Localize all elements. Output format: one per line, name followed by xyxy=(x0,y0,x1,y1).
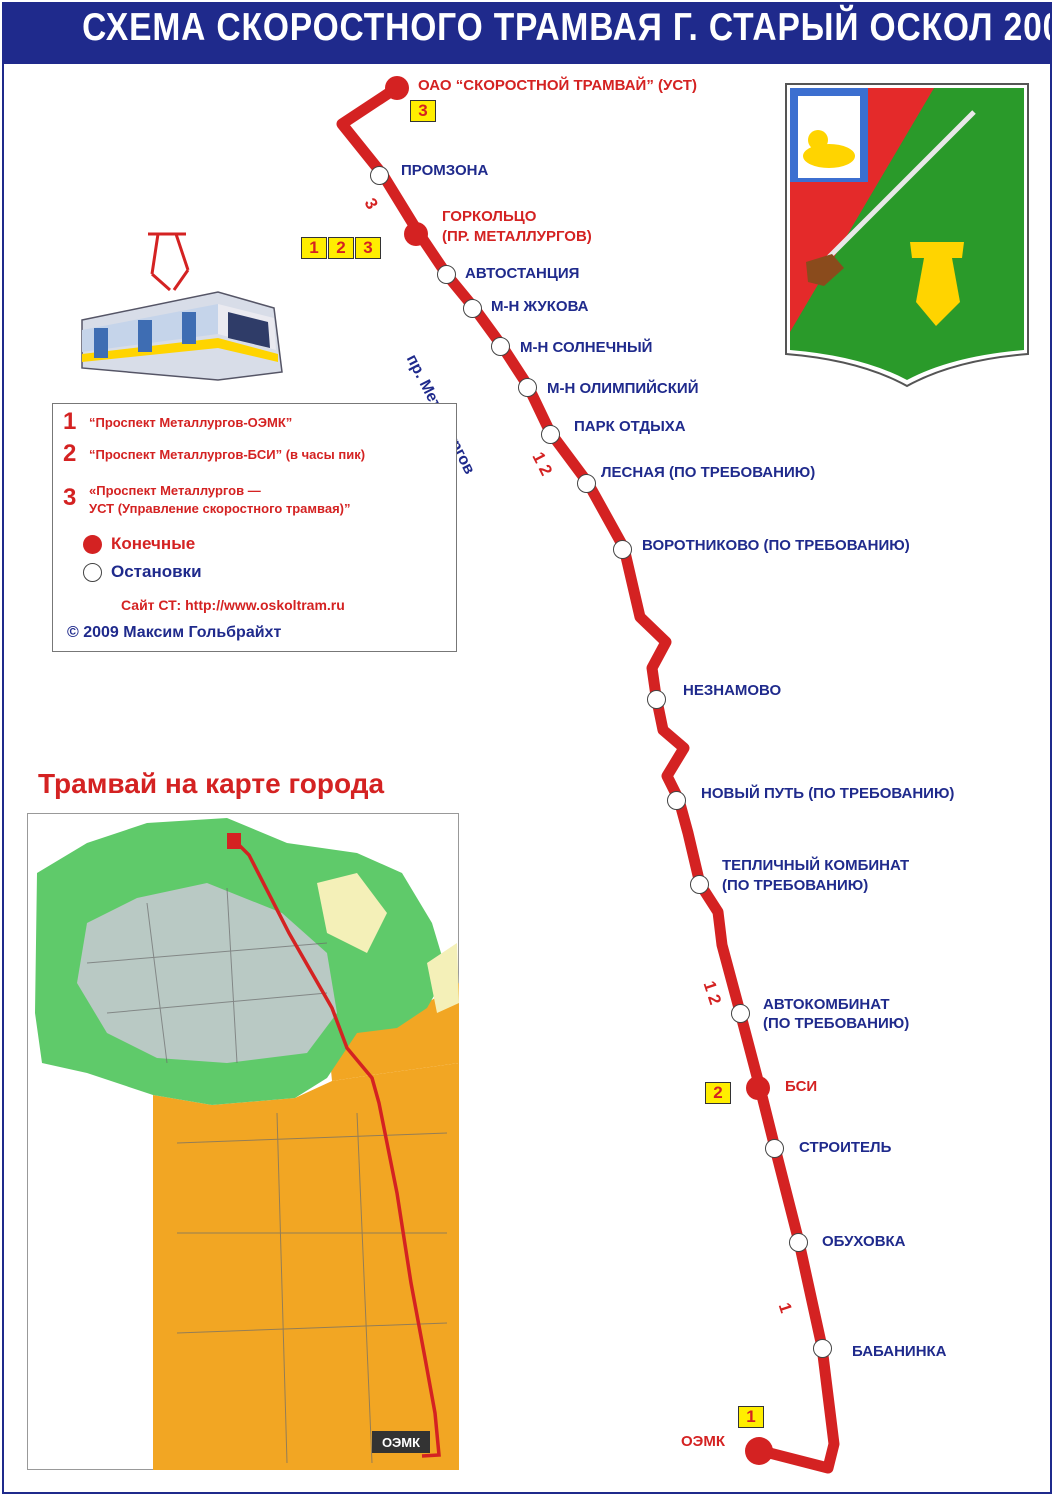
stop-label-park: ПАРК ОТДЫХА xyxy=(574,418,686,435)
stop-marker-avtokombinat xyxy=(731,1004,750,1023)
legend-terminals-label: Конечные xyxy=(111,534,196,553)
stop-label-promzona: ПРОМЗОНА xyxy=(401,162,489,179)
legend-route-1-num: 1 xyxy=(63,408,77,435)
stop-label-babaninka: БАБАНИНКА xyxy=(852,1343,947,1360)
city-map-title: Трамвай на карте города xyxy=(38,768,385,799)
legend-route-3-text-2: УСТ (Управление скоростного трамвая)” xyxy=(89,501,351,516)
stop-label-uct: ОАО “СКОРОСТНОЙ ТРАМВАЙ” (УСТ) xyxy=(418,77,697,94)
terminal-marker-bsi xyxy=(746,1076,770,1100)
stop-marker-avtostantsiya xyxy=(437,265,456,284)
legend-terminal-marker xyxy=(83,535,102,554)
city-map-inset: ОЭМК xyxy=(27,813,459,1470)
stop-marker-promzona xyxy=(370,166,389,185)
city-map-tram-route xyxy=(233,839,441,1458)
stop-label-vorotnikovo: ВОРОТНИКОВО (ПО ТРЕБОВАНИЮ) xyxy=(642,537,910,554)
terminal-marker-oemk xyxy=(745,1437,773,1465)
city-map-oemk-label: ОЭМК xyxy=(382,1435,420,1450)
stop-marker-teplichny xyxy=(690,875,709,894)
route-box-bsi-2: 2 xyxy=(705,1082,731,1104)
route-box-gorkoltso-3: 3 xyxy=(355,237,381,259)
stop-label-olimpiysky: М-Н ОЛИМПИЙСКИЙ xyxy=(547,380,699,397)
stop-label-bsi: БСИ xyxy=(785,1078,818,1095)
route-box-oemk-1: 1 xyxy=(738,1406,764,1428)
stop-marker-babaninka xyxy=(813,1339,832,1358)
stop-marker-olimpiysky xyxy=(518,378,537,397)
legend-route-3-num: 3 xyxy=(63,484,77,511)
coat-of-arms-emblem xyxy=(785,83,1029,388)
stop-label-gorkoltso-2: (ПР. МЕТАЛЛУРГОВ) xyxy=(442,228,592,245)
stop-label-stroitel: СТРОИТЕЛЬ xyxy=(799,1139,892,1156)
legend-route-3-text: «Проспект Металлургов — xyxy=(89,483,261,498)
route-box-uct-3: 3 xyxy=(410,100,436,122)
stop-label-solnechny: М-Н СОЛНЕЧНЫЙ xyxy=(520,339,653,356)
stop-label-novy-put: НОВЫЙ ПУТЬ (ПО ТРЕБОВАНИЮ) xyxy=(701,785,955,802)
stop-label-neznamovo: НЕЗНАМОВО xyxy=(683,682,782,699)
stop-label-avtostantsiya: АВТОСТАНЦИЯ xyxy=(465,265,580,282)
stop-marker-stroitel xyxy=(765,1139,784,1158)
stop-marker-solnechny xyxy=(491,337,510,356)
stop-label-teplichny: ТЕПЛИЧНЫЙ КОМБИНАТ xyxy=(722,857,910,874)
legend-route-2-num: 2 xyxy=(63,440,77,467)
legend-panel: 1 “Проспект Металлургов-ОЭМК” 2 “Проспек… xyxy=(52,403,457,652)
legend-copyright: © 2009 Максим Гольбрайхт xyxy=(67,624,282,641)
legend-route-2-text: “Проспект Металлургов-БСИ” (в часы пик) xyxy=(89,447,366,462)
tram-car-illustration xyxy=(81,232,283,381)
legend-stop-marker xyxy=(83,563,102,582)
stop-marker-park xyxy=(541,425,560,444)
terminal-marker-gorkoltso xyxy=(404,222,428,246)
stop-marker-lesnaya xyxy=(577,474,596,493)
terminal-marker-uct xyxy=(385,76,409,100)
stop-label-obukhovka: ОБУХОВКА xyxy=(822,1233,906,1250)
legend-site-link: Сайт СТ: http://www.oskoltram.ru xyxy=(121,597,345,613)
stop-label-oemk: ОЭМК xyxy=(681,1433,725,1450)
stop-label-avtokombinat: АВТОКОМБИНАТ xyxy=(763,996,890,1013)
stop-marker-obukhovka xyxy=(789,1233,808,1252)
legend-route-1-text: “Проспект Металлургов-ОЭМК” xyxy=(89,415,293,430)
stop-label-gorkoltso: ГОРКОЛЬЦО xyxy=(442,208,537,225)
stop-marker-vorotnikovo xyxy=(613,540,632,559)
stop-label-teplichny-2: (ПО ТРЕБОВАНИЮ) xyxy=(722,877,869,894)
stop-marker-neznamovo xyxy=(647,690,666,709)
stop-label-avtokombinat-2: (ПО ТРЕБОВАНИЮ) xyxy=(763,1015,910,1032)
stop-marker-novy-put xyxy=(667,791,686,810)
route-box-gorkoltso-2: 2 xyxy=(328,237,354,259)
route-box-gorkoltso-1: 1 xyxy=(301,237,327,259)
stop-label-lesnaya: ЛЕСНАЯ (ПО ТРЕБОВАНИЮ) xyxy=(601,464,816,481)
page-title: СХЕМА СКОРОСТНОГО ТРАМВАЯ Г. СТАРЫЙ ОСКО… xyxy=(82,6,1058,49)
stop-marker-zhukova xyxy=(463,299,482,318)
legend-stops-label: Остановки xyxy=(111,562,202,581)
stop-label-zhukova: М-Н ЖУКОВА xyxy=(491,298,589,315)
title-bar xyxy=(4,4,1052,64)
